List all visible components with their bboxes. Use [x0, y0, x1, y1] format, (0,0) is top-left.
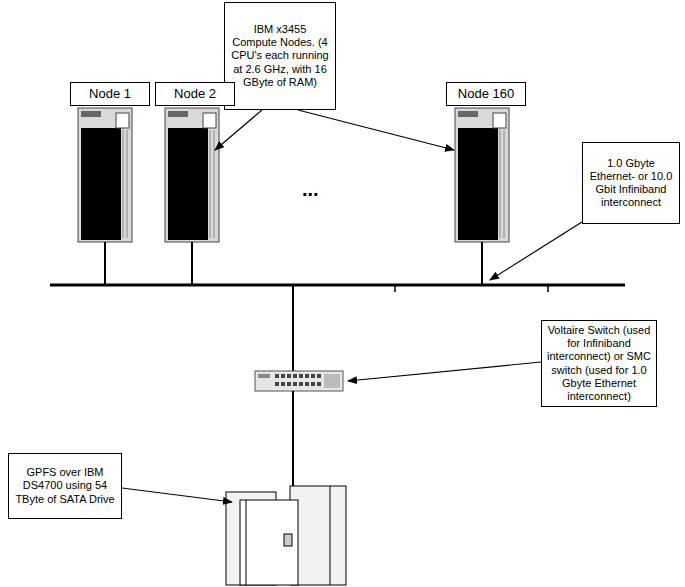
box-text: GPFS over IBM DS4700 using 54 TByte of S… — [14, 466, 116, 506]
box-text: 1.0 Gbyte Ethernet- or 10.0 Gbit Infinib… — [588, 157, 674, 210]
callout-box: GPFS over IBM DS4700 using 54 TByte of S… — [8, 453, 122, 519]
callout-box: IBM x3455 Compute Nodes. (4 CPU's each r… — [224, 2, 336, 110]
box-text: Voltaire Switch (used for Infiniband int… — [547, 324, 651, 403]
ellipsis-label: ... — [302, 178, 319, 201]
node-label: Node 1 — [70, 82, 150, 106]
callout-box: Voltaire Switch (used for Infiniband int… — [541, 320, 657, 407]
box-text: Node 160 — [458, 86, 514, 102]
callout-box: 1.0 Gbyte Ethernet- or 10.0 Gbit Infinib… — [582, 142, 680, 224]
node-label: Node 2 — [155, 82, 235, 106]
box-text: Node 1 — [89, 86, 131, 102]
box-text: Node 2 — [174, 86, 216, 102]
box-text: IBM x3455 Compute Nodes. (4 CPU's each r… — [230, 23, 330, 89]
node-label: Node 160 — [446, 82, 526, 106]
